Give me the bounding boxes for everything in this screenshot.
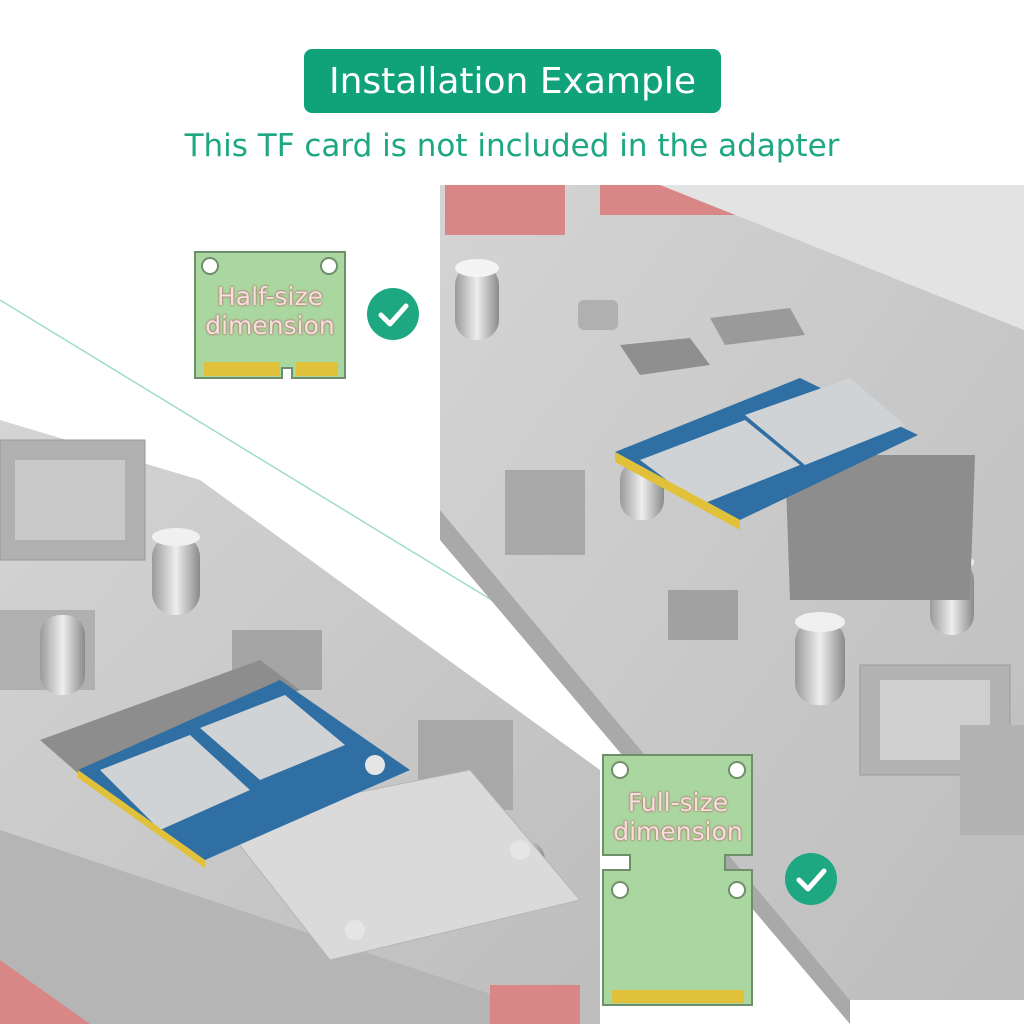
check-circle-icon <box>785 853 837 905</box>
check-circle-icon <box>367 288 419 340</box>
half-size-card <box>194 251 346 379</box>
title-banner: Installation Example <box>304 49 721 113</box>
half-size-label: Half-size dimension <box>205 282 335 340</box>
page-subtitle: This TF card is not included in the adap… <box>184 128 840 164</box>
full-size-label: Full-size dimension <box>613 788 743 846</box>
page-title: Installation Example <box>328 60 696 102</box>
full-size-card <box>602 754 753 1006</box>
lower-motherboard <box>0 420 600 1024</box>
